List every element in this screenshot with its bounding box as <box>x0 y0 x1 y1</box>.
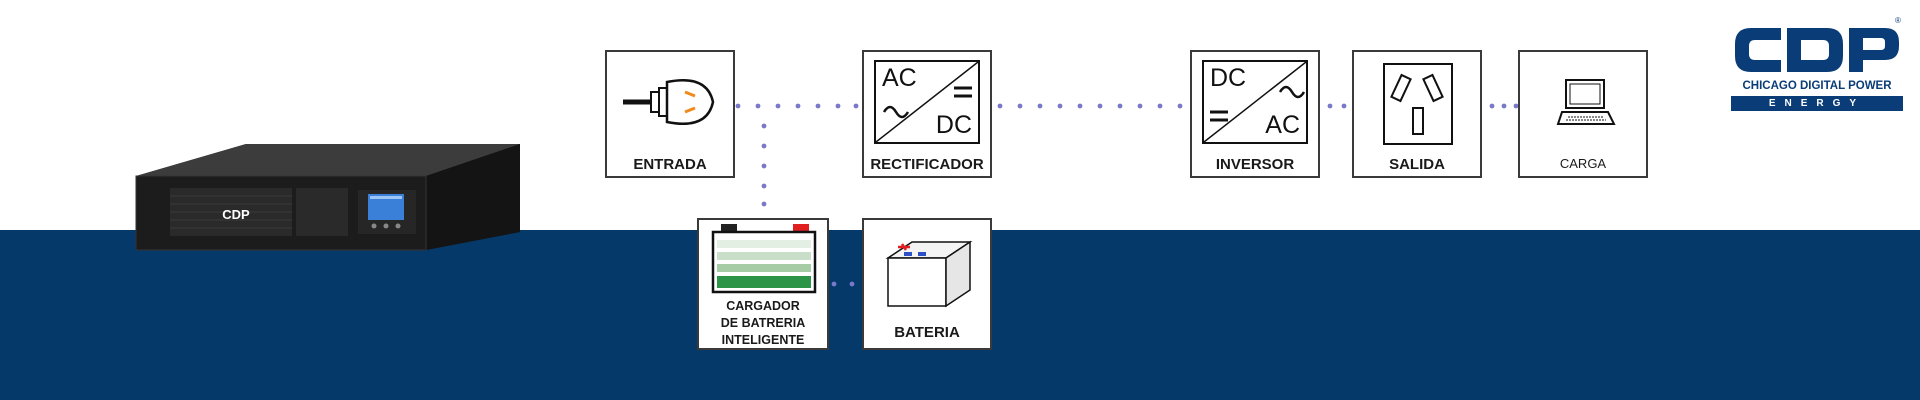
power-outlet-icon <box>1383 63 1453 145</box>
power-plug-icon <box>623 79 715 125</box>
block-cargador: CARGADOR DE BATRERIA INTELIGENTE <box>697 218 829 350</box>
block-entrada-label: ENTRADA <box>633 156 707 173</box>
registered-mark: ® <box>1895 16 1901 25</box>
cargador-label-line-1: CARGADOR <box>726 299 800 313</box>
block-rectificador: AC DC RECTIFICADOR <box>862 50 992 178</box>
inverter-symbol: DC AC <box>1202 60 1308 144</box>
diagonal-divider-icon <box>876 62 978 142</box>
cdp-logo: ® CHICAGO DIGITAL POWER ENERGY <box>1731 16 1903 112</box>
rectifier-symbol: AC DC <box>874 60 980 144</box>
inverter-ac-text: AC <box>1265 111 1300 139</box>
diagonal-divider-icon <box>1204 62 1306 142</box>
block-carga-label: CARGA <box>1559 156 1607 171</box>
battery-icon <box>885 240 973 308</box>
block-salida-label: SALIDA <box>1389 156 1445 173</box>
laptop-icon <box>1556 79 1616 125</box>
cdp-logo-mark <box>1735 28 1899 72</box>
battery-charger-icon <box>711 224 817 294</box>
ups-device-image: CDP <box>135 144 520 251</box>
block-entrada: ENTRADA <box>605 50 735 178</box>
rectifier-dc-text: DC <box>935 111 972 139</box>
logo-tagline: ENERGY <box>1731 96 1903 111</box>
block-carga: CARGA <box>1518 50 1648 178</box>
block-bateria-label: BATERIA <box>894 324 960 341</box>
inverter-dc-text: DC <box>1210 64 1247 92</box>
block-bateria: BATERIA <box>862 218 992 350</box>
cargador-label-line-3: INTELIGENTE <box>721 333 805 347</box>
block-cargador-label: CARGADOR DE BATRERIA INTELIGENTE <box>699 298 827 349</box>
cargador-label-line-2: DE BATRERIA <box>720 316 806 330</box>
block-inversor-label: INVERSOR <box>1215 156 1295 173</box>
block-rectificador-label: RECTIFICADOR <box>870 156 984 173</box>
block-salida: SALIDA <box>1352 50 1482 178</box>
rectifier-ac-text: AC <box>882 64 917 92</box>
ups-logo-text: CDP <box>222 207 250 222</box>
logo-subtitle: CHICAGO DIGITAL POWER <box>1742 80 1892 92</box>
block-inversor: DC AC INVERSOR <box>1190 50 1320 178</box>
